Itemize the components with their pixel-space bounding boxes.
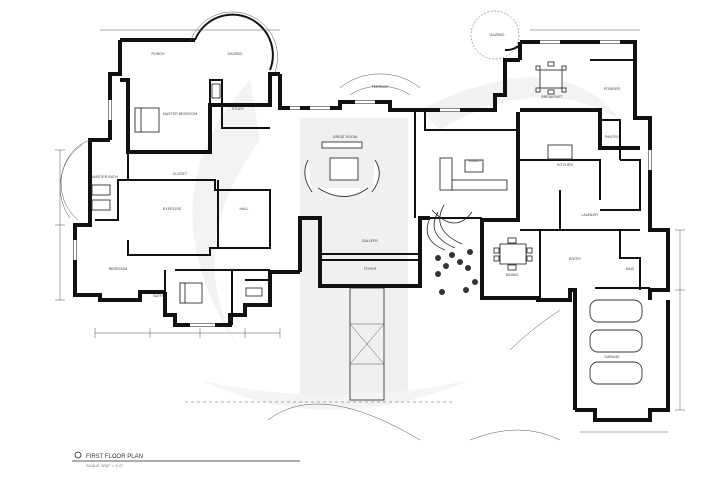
label-pantry: PANTRY xyxy=(605,135,620,139)
label-kitchen: KITCHEN xyxy=(557,163,573,167)
label-laundry: LAUNDRY xyxy=(581,213,599,217)
label-dining: DINING xyxy=(506,273,519,277)
label-bath: BATH xyxy=(153,294,163,298)
interior-walls xyxy=(95,59,650,325)
patio-furniture xyxy=(435,249,478,295)
label-bedroom: BEDROOM xyxy=(109,267,128,271)
furniture xyxy=(91,61,643,385)
label-master-bath: MASTER BATH xyxy=(92,175,118,179)
label-master-bedroom: MASTER BEDROOM xyxy=(163,112,198,116)
label-garage: GARAGE xyxy=(604,355,620,359)
label-study: STUDY xyxy=(232,107,245,111)
windows xyxy=(73,40,652,327)
label-great-room: GREAT ROOM xyxy=(333,135,357,139)
label-family: FAMILY xyxy=(469,159,482,163)
room-labels: PORCH GAZEBO MASTER BEDROOM STUDY CLOSET… xyxy=(92,33,634,359)
label-breakfast: BREAKFAST xyxy=(541,95,563,99)
label-gazebo: GAZEBO xyxy=(228,52,243,56)
label-mudroom: MUD xyxy=(626,267,635,271)
drawing-title: FIRST FLOOR PLAN xyxy=(86,454,143,460)
label-powder: POWDER xyxy=(604,87,621,91)
label-foyer: FOYER xyxy=(364,267,377,271)
drawing-title-block: FIRST FLOOR PLAN SCALE: 3/32" = 1'-0" xyxy=(72,451,300,468)
bay-curves xyxy=(59,10,521,251)
label-terrace: TERRACE xyxy=(371,85,389,89)
label-hall: HALL xyxy=(240,207,249,211)
label-gazebo-east: GAZEBO xyxy=(490,33,505,37)
label-porch: PORCH xyxy=(152,52,165,56)
dimension-lines xyxy=(55,29,685,433)
label-closet: CLOSET xyxy=(173,172,188,176)
drawing-scale: SCALE: 3/32" = 1'-0" xyxy=(86,463,124,468)
label-exercise: EXERCISE xyxy=(163,207,182,211)
label-gallery: GALLERY xyxy=(362,239,379,243)
site-lines xyxy=(185,309,561,441)
label-entry: ENTRY xyxy=(569,257,582,261)
